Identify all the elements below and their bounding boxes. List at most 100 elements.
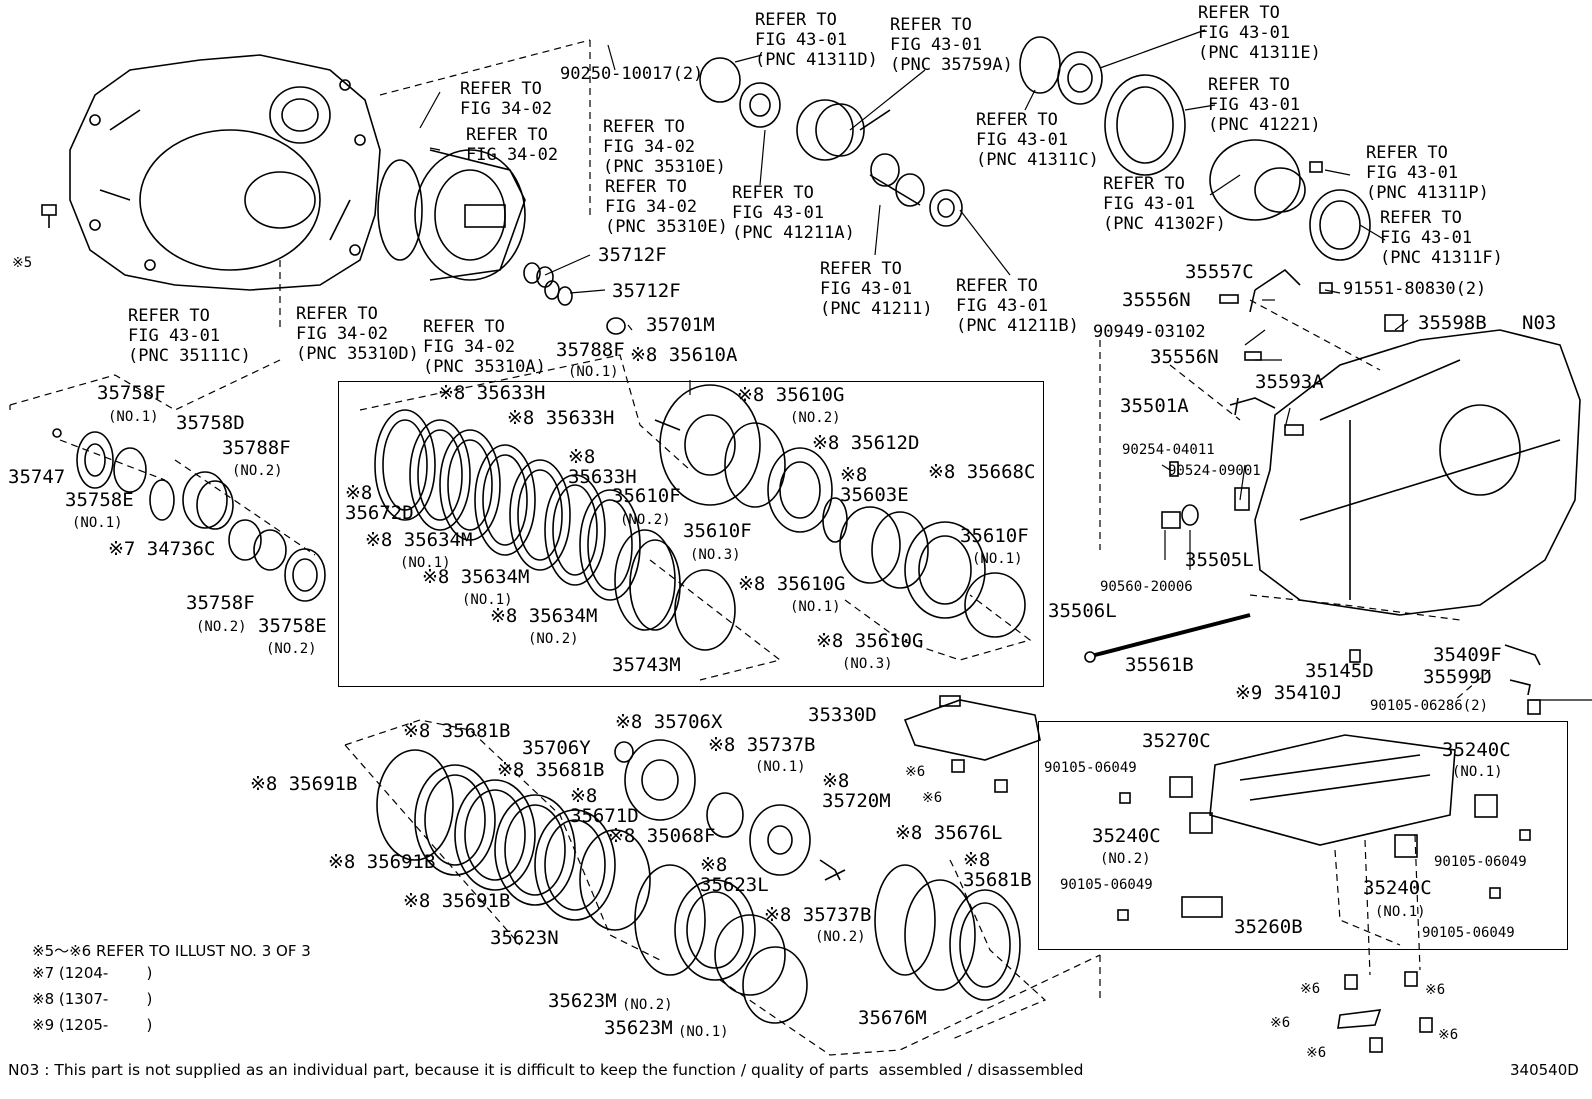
part-35610a-label: ※8 35610A (630, 344, 738, 366)
part-35610g-2-label: ※8 35610G (737, 384, 845, 406)
part-35758f-1-note: (NO.1) (108, 409, 159, 425)
part-90105-06049-d-label: 90105-06049 (1422, 925, 1515, 941)
part-35623m-1-label: 35623M (604, 1017, 673, 1039)
bolt-x6-f-label: ※6 (1438, 1027, 1459, 1043)
part-90250-label: 90250-10017(2) (560, 64, 704, 84)
part-35720m-label: ※8 35720M (822, 770, 891, 812)
ref-41311f-label: REFER TO FIG 43-01 (PNC 41311F) (1380, 208, 1503, 268)
part-35623m-2-note: (NO.2) (622, 997, 673, 1013)
part-35623l-label: ※8 35623L (700, 854, 769, 896)
part-90254-label: 90254-04011 (1122, 442, 1215, 458)
transaxle-case-part (1254, 314, 1581, 616)
part-35788f-2-note: (NO.2) (232, 463, 283, 479)
part-35145d-label: 35145D (1305, 660, 1374, 682)
ref-35310e-2-label: REFER TO FIG 34-02 (PNC 35310E) (605, 177, 728, 237)
bolt-x6-a-label: ※6 (905, 764, 926, 780)
part-35610f-3-note: (NO.3) (690, 547, 741, 563)
part-35706x-label: ※8 35706X (615, 711, 723, 733)
part-35672d-label: ※8 35672D (345, 482, 414, 524)
part-35788f-1-label: 35788F (556, 339, 625, 361)
part-35598b-label: 35598B (1418, 312, 1487, 334)
part-90105-06286-label: 90105-06286(2) (1370, 698, 1489, 714)
clutch-plates-group (374, 409, 736, 651)
part-35758f-2-note: (NO.2) (196, 619, 247, 635)
part-35501a-label: 35501A (1120, 395, 1189, 417)
ref-35759a-label: REFER TO FIG 43-01 (PNC 35759A) (890, 15, 1013, 75)
part-35681b-2-label: ※8 35681B (497, 759, 605, 781)
part-35633h-3-label: ※8 35633H (568, 446, 637, 488)
ref-34-02-a-label: REFER TO FIG 34-02 (460, 79, 553, 119)
part-35758f-1-label: 35758F (97, 382, 166, 404)
part-35505l-label: 35505L (1185, 549, 1254, 571)
part-35634m-3-label: ※8 35634M (490, 605, 598, 627)
bolt-x6-e-label: ※6 (1270, 1015, 1291, 1031)
part-90949-label: 90949-03102 (1093, 322, 1206, 342)
part-35599d-label: 35599D (1423, 666, 1492, 688)
part-35634m-3-note: (NO.2) (528, 631, 579, 647)
part-35737b-2-label: ※8 35737B (764, 904, 872, 926)
part-90524-label: 90524-09001 (1168, 463, 1261, 479)
part-35610f-3-label: 35610F (683, 520, 752, 542)
part-35737b-1-label: ※8 35737B (708, 734, 816, 756)
ref-35310d-label: REFER TO FIG 34-02 (PNC 35310D) (296, 304, 419, 364)
part-35676m-label: 35676M (858, 1007, 927, 1029)
part-35758e-2-label: 35758E (258, 615, 327, 637)
figure-id: 340540D (1510, 1061, 1579, 1079)
part-35240c-1a-label: 35240C (1442, 739, 1511, 761)
bolt-x6-d-label: ※6 (1425, 982, 1446, 998)
ref-41311e-label: REFER TO FIG 43-01 (PNC 41311E) (1198, 3, 1321, 63)
note-n03: N03 : This part is not supplied as an in… (8, 1061, 1084, 1079)
part-35410j-label: ※9 35410J (1235, 682, 1343, 704)
part-90105-06049-b-label: 90105-06049 (1060, 877, 1153, 893)
part-35610f-2-note: (NO.2) (620, 512, 671, 528)
part-35623n-label: 35623N (490, 927, 559, 949)
part-35758d-label: 35758D (176, 412, 245, 434)
ref-35310a-label: REFER TO FIG 34-02 (PNC 35310A) (423, 317, 546, 377)
part-35610f-2-label: 35610F (612, 485, 681, 507)
ref-41311c-label: REFER TO FIG 43-01 (PNC 41311C) (976, 110, 1099, 170)
part-35758e-1-label: 35758E (65, 489, 134, 511)
part-n03-label: N03 (1522, 312, 1557, 334)
bolt-x6-g-label: ※6 (1306, 1045, 1327, 1061)
oil-pump-part (377, 149, 526, 281)
ref-41311p-label: REFER TO FIG 43-01 (PNC 41311P) (1366, 143, 1489, 203)
part-35240c-1b-label: 35240C (1363, 877, 1432, 899)
ref-41302f-label: REFER TO FIG 43-01 (PNC 41302F) (1103, 174, 1226, 234)
part-35557c-label: 35557C (1185, 261, 1254, 283)
part-35330d-label: 35330D (808, 704, 877, 726)
part-35240c-2-label: 35240C (1092, 825, 1161, 847)
bolt-x6-c-label: ※6 (1300, 981, 1321, 997)
ref-41211b-label: REFER TO FIG 43-01 (PNC 41211B) (956, 276, 1079, 336)
part-35623m-1-note: (NO.1) (678, 1024, 729, 1040)
part-35240c-1a-note: (NO.1) (1452, 764, 1503, 780)
part-35603e-label: ※8 35603E (840, 464, 909, 506)
part-35610f-1-label: 35610F (960, 525, 1029, 547)
part-35712f-2-label: 35712F (612, 280, 681, 302)
part-35561b-label: 35561B (1125, 654, 1194, 676)
part-35068f-label: ※8 35068F (608, 825, 716, 847)
part-35758e-1-note: (NO.1) (72, 515, 123, 531)
part-35610g-3-note: (NO.3) (842, 656, 893, 672)
part-90560-label: 90560-20006 (1100, 579, 1193, 595)
part-35691b-2-label: ※8 35691B (328, 851, 436, 873)
note-x8: ※8 (1307- ) (32, 990, 153, 1008)
part-35610g-2-note: (NO.2) (790, 410, 841, 426)
note-x7: ※7 (1204- ) (32, 964, 153, 982)
part-35681b-3-label: ※8 35681B (963, 849, 1032, 891)
ref-41211a-label: REFER TO FIG 43-01 (PNC 41211A) (732, 183, 855, 243)
note-refer-illust: ※5～※6 REFER TO ILLUST NO. 3 OF 3 (32, 942, 311, 960)
part-35260b-label: 35260B (1234, 916, 1303, 938)
part-35506l-label: 35506L (1048, 600, 1117, 622)
valve-body-frame (1038, 721, 1568, 950)
part-35633h-1-label: ※8 35633H (438, 382, 546, 404)
ref-35111c-label: REFER TO FIG 43-01 (PNC 35111C) (128, 306, 251, 366)
ref-35310e-1-label: REFER TO FIG 34-02 (PNC 35310E) (603, 117, 726, 177)
part-35671d-label: ※8 35671D (570, 785, 639, 827)
part-35556n-2-label: 35556N (1150, 346, 1219, 368)
ref-41311d-label: REFER TO FIG 43-01 (PNC 41311D) (755, 10, 878, 70)
part-35701m-label: 35701M (646, 314, 715, 336)
bolt-x5-label: ※5 (12, 255, 33, 271)
transaxle-housing-part (69, 54, 381, 291)
part-35634m-1-label: ※8 35634M (365, 529, 473, 551)
